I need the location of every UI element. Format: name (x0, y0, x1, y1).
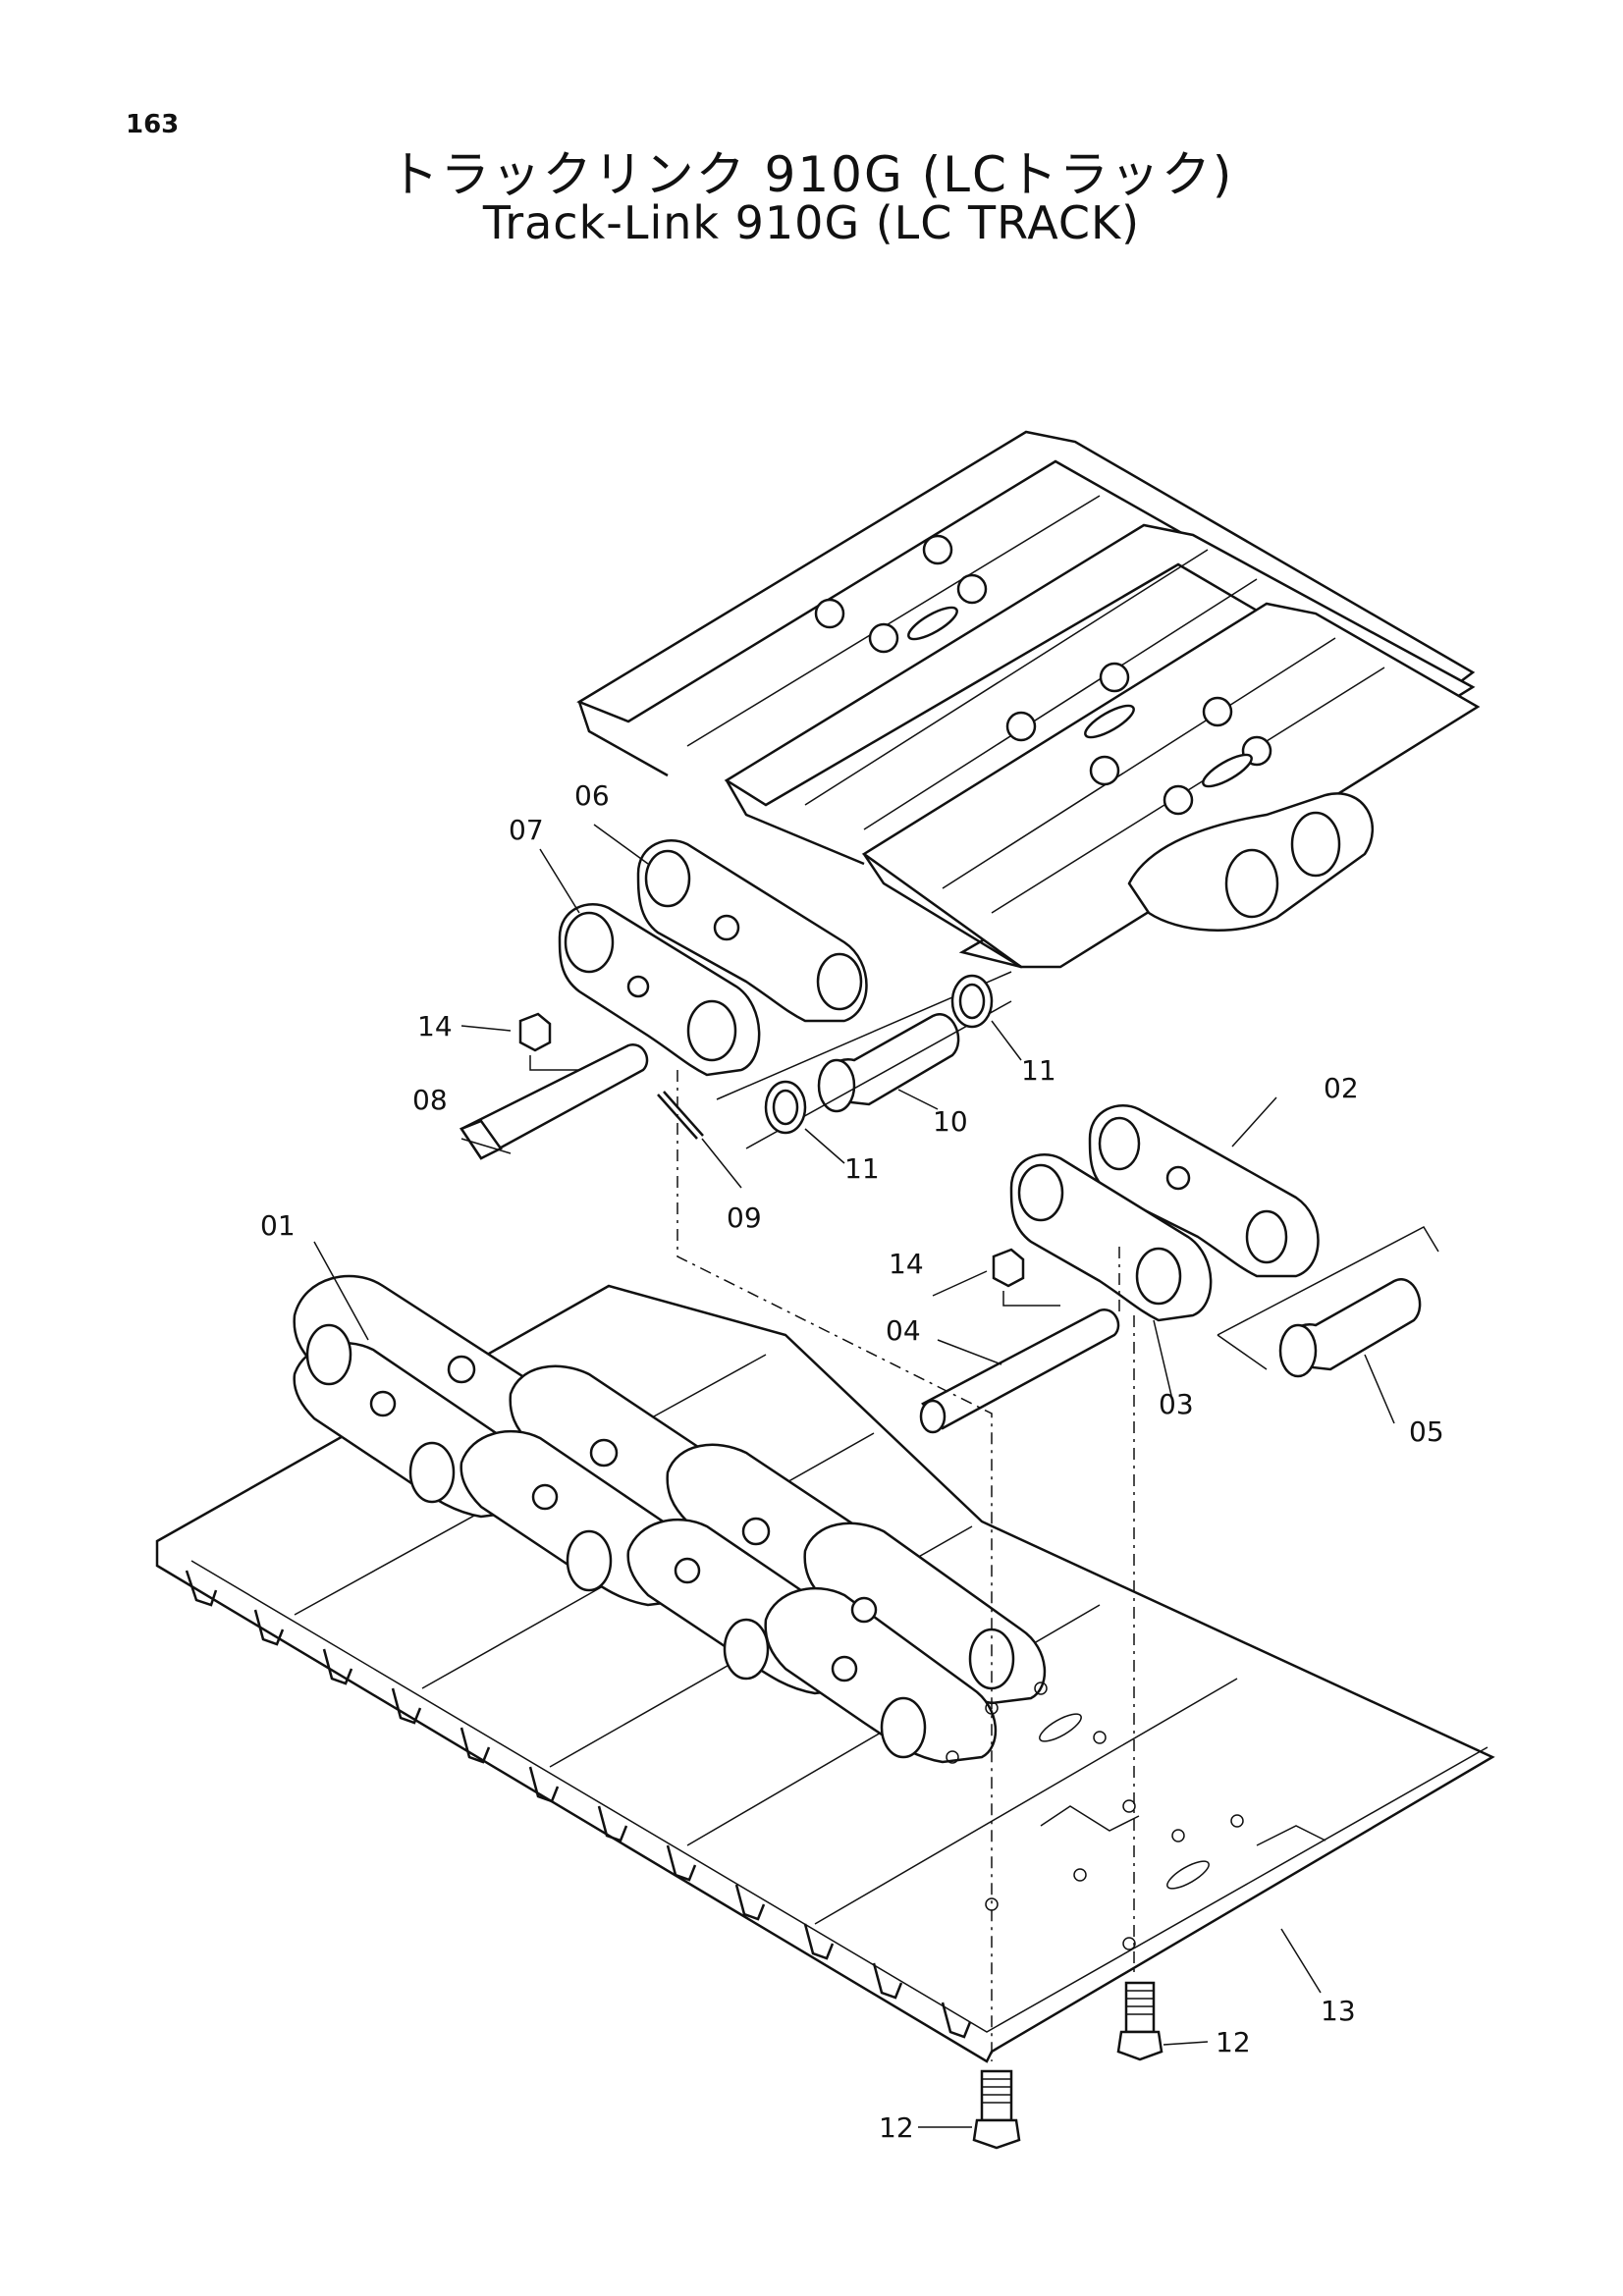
callout-03: 03 (1159, 1388, 1194, 1420)
nut-14-lower-illustration (992, 1248, 1060, 1307)
pin-08-illustration (460, 1042, 704, 1160)
callout-12-left: 12 (879, 2111, 914, 2144)
callout-13: 13 (1321, 1995, 1356, 2027)
callout-06: 06 (574, 779, 610, 812)
callout-09: 09 (727, 1201, 762, 1234)
title-english: Track-Link 910G (LC TRACK) (482, 196, 1141, 249)
link-assembly-02-03-illustration (1009, 1104, 1320, 1322)
bolt-12-left-illustration (972, 2069, 1021, 2150)
pin-04-illustration (919, 1308, 1120, 1434)
callout-05: 05 (1409, 1415, 1444, 1448)
callout-14-lower: 14 (889, 1248, 924, 1280)
callout-14-upper: 14 (417, 1010, 453, 1042)
callout-08: 08 (412, 1084, 448, 1116)
page-number: 163 (126, 110, 180, 139)
bolt-12-right-illustration (1116, 1981, 1163, 2061)
leader-lines (313, 824, 1395, 2128)
callout-10: 10 (933, 1105, 968, 1138)
callout-11-left: 11 (844, 1152, 880, 1185)
link-assembly-06-07-illustration (558, 839, 868, 1077)
spacer-11-left-illustration (764, 1080, 807, 1135)
callout-01: 01 (260, 1209, 296, 1242)
nut-14-upper-illustration (518, 1012, 584, 1071)
callout-02: 02 (1324, 1072, 1359, 1104)
bushing-05-illustration (1217, 1226, 1439, 1378)
upper-track-shoes-illustration (576, 430, 1481, 969)
callout-04: 04 (886, 1314, 921, 1347)
lower-track-assembly-illustration (155, 1274, 1495, 2063)
spacer-11-right-illustration (950, 974, 994, 1029)
callout-07: 07 (509, 814, 544, 846)
title-japanese: トラックリンク 910G (LCトラック) (389, 146, 1234, 203)
callout-11-right: 11 (1021, 1054, 1056, 1087)
callout-12-right: 12 (1216, 2026, 1251, 2058)
assembly-center-lines (676, 1070, 1135, 2061)
